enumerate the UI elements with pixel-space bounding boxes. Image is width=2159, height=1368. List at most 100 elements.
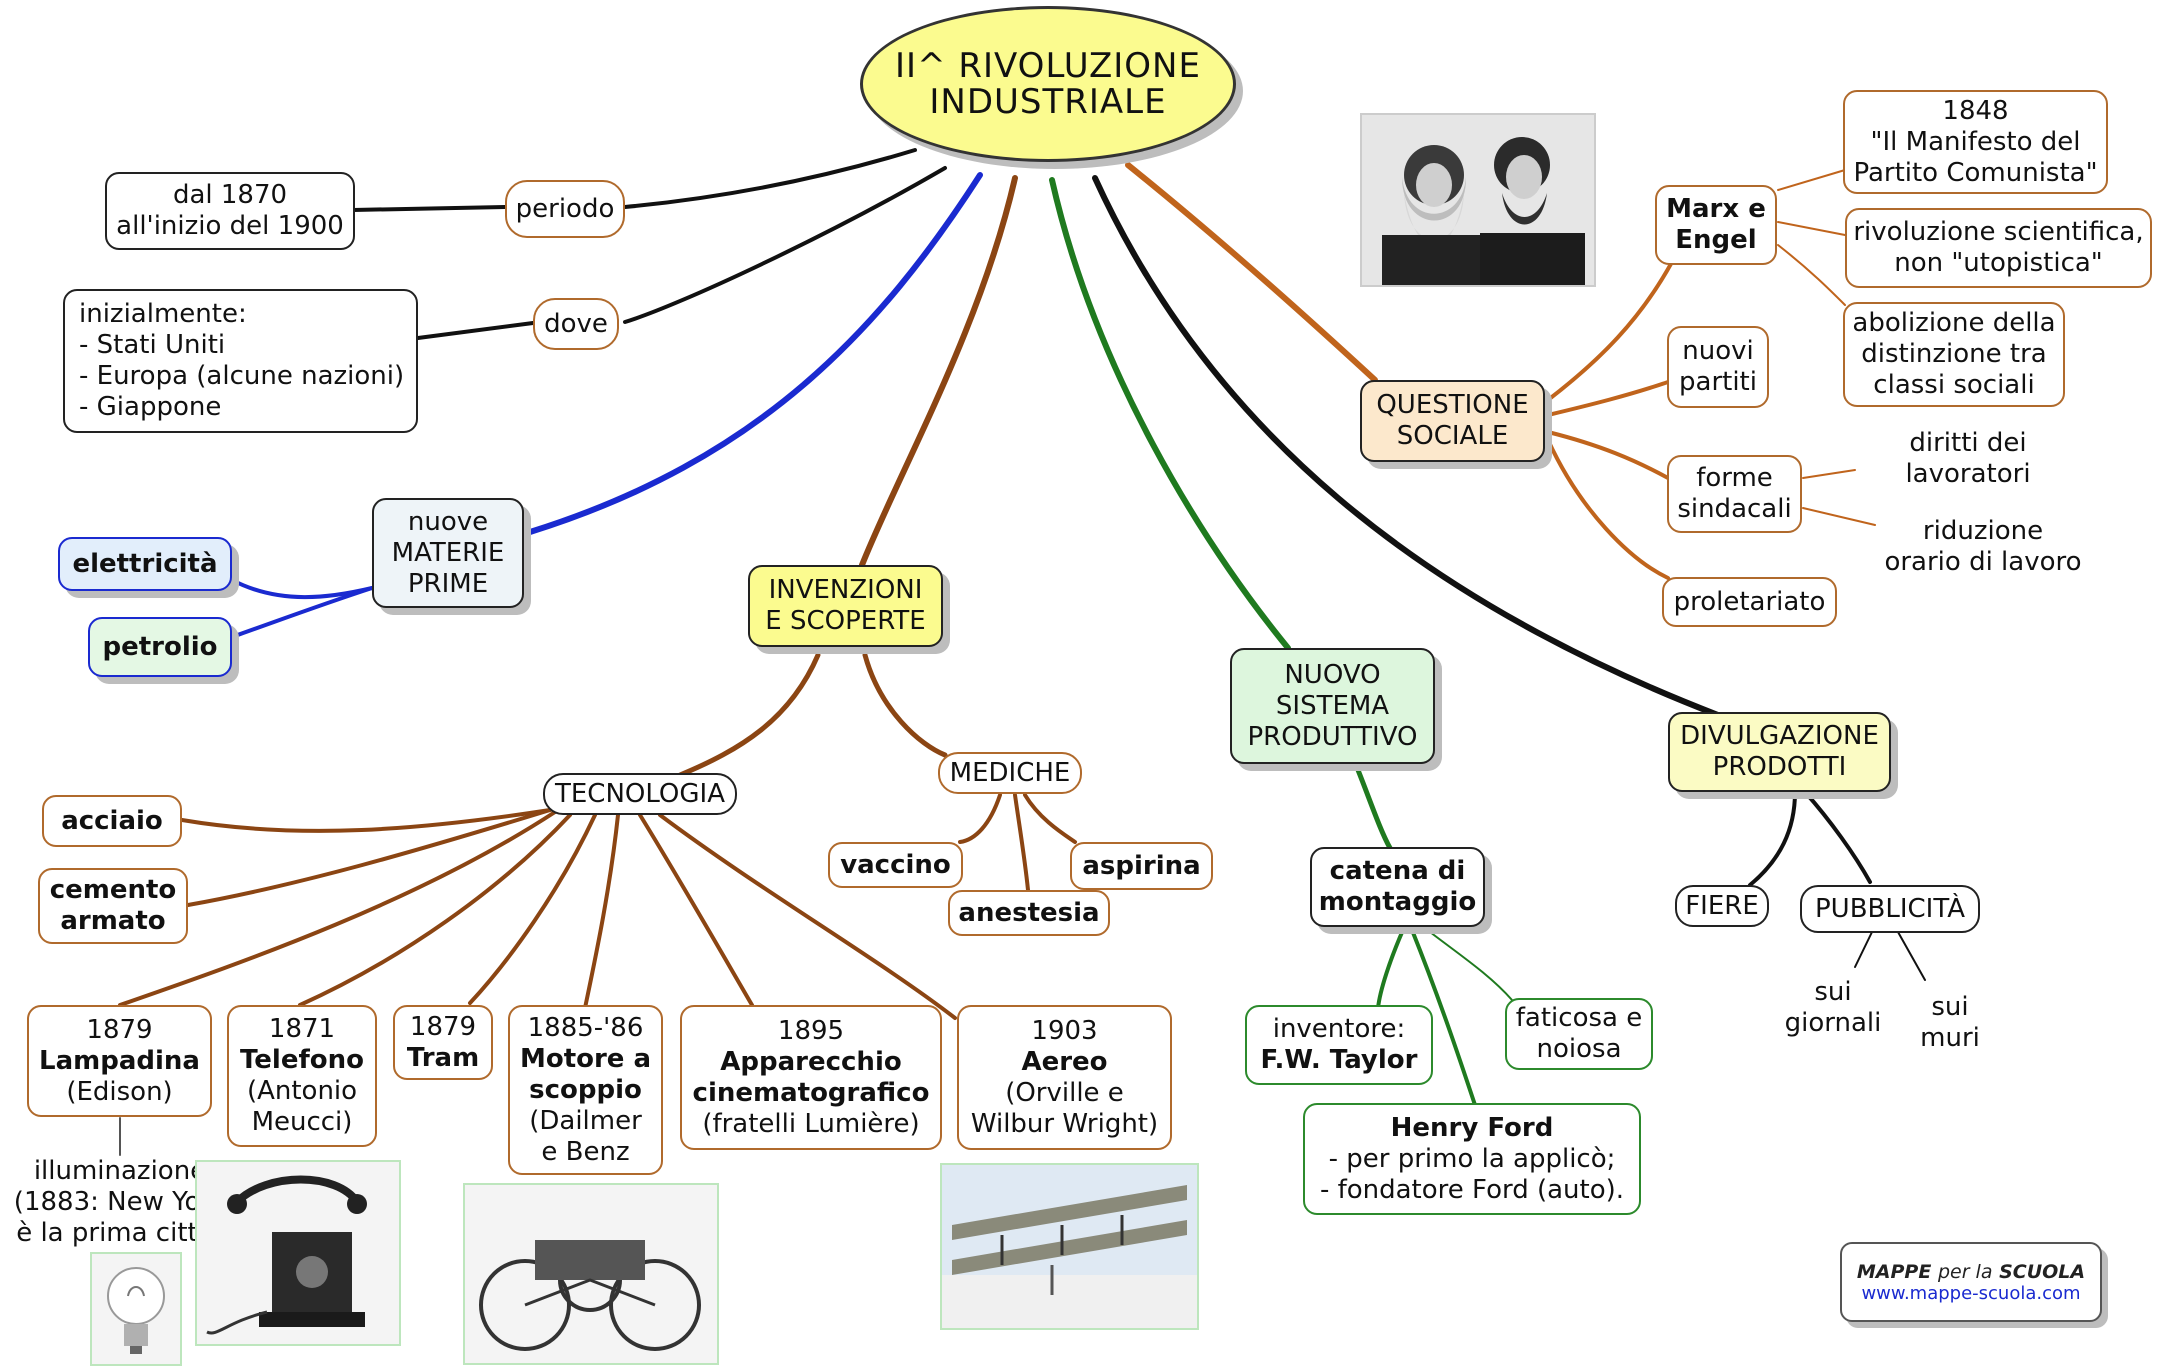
credit-box[interactable]: MAPPE per la SCUOLA www.mappe-scuola.com (1840, 1242, 2102, 1322)
link-title-invenzioni (859, 175, 1018, 568)
pubblicita-node[interactable]: PUBBLICITÀ (1800, 885, 1980, 933)
marx-node[interactable]: Marx e Engel (1655, 185, 1777, 265)
sistema-line: NUOVO (1284, 659, 1381, 690)
periodo-label[interactable]: periodo (505, 180, 625, 238)
periodo-value[interactable]: dal 1870 all'inizio del 1900 (105, 172, 355, 250)
link-title-periodo (623, 148, 917, 209)
link-catena-faticosa (1429, 931, 1513, 1001)
sistema-node[interactable]: NUOVO SISTEMA PRODUTTIVO (1230, 648, 1435, 764)
dove-line: - Europa (alcune nazioni) (79, 361, 405, 391)
catena-line: catena di (1329, 856, 1466, 886)
muri-text: sui muri (1905, 990, 1995, 1056)
manifesto-line: "Il Manifesto del (1870, 126, 2081, 157)
faticosa-line: noiosa (1536, 1034, 1622, 1064)
tram-name: Tram (406, 1042, 480, 1073)
diritti-line: diritti dei (1909, 428, 2027, 458)
ford-line: - fondatore Ford (auto). (1319, 1174, 1625, 1205)
marx-engels-photo (1360, 113, 1596, 287)
periodo-line: all'inizio del 1900 (116, 211, 344, 241)
anestesia-node[interactable]: anestesia (948, 890, 1110, 936)
petrolio-node[interactable]: petrolio (88, 617, 232, 677)
cemento-line: armato (60, 906, 166, 936)
link-sistema-catena (1355, 767, 1393, 851)
acciaio-node[interactable]: acciaio (42, 795, 182, 847)
sindacali-node[interactable]: forme sindacali (1667, 455, 1802, 533)
title-node[interactable]: II^ RIVOLUZIONE INDUSTRIALE (860, 6, 1236, 162)
cinematografo-year: 1895 (777, 1015, 845, 1046)
abolizione-line: classi sociali (1873, 370, 2035, 400)
motore-detail: e Benz (541, 1136, 630, 1167)
aereo-name: Aereo (1021, 1046, 1108, 1077)
aereo-year: 1903 (1031, 1015, 1098, 1046)
vaccino-node[interactable]: vaccino (828, 842, 963, 888)
link-divulgazione-pubblicita (1803, 790, 1872, 884)
faticosa-node[interactable]: faticosa e noiosa (1505, 998, 1653, 1070)
cinematografo-name: Apparecchio (720, 1046, 902, 1077)
credit-brand: MAPPE per la SCUOLA (1857, 1261, 2085, 1283)
inventore-node[interactable]: inventore: F.W. Taylor (1245, 1005, 1433, 1085)
credit-scuola: SCUOLA (1999, 1260, 2086, 1283)
tram-node[interactable]: 1879 Tram (393, 1005, 493, 1080)
note-line: è la prima città) (16, 1217, 224, 1248)
manifesto-node[interactable]: 1848 "Il Manifesto del Partito Comunista… (1843, 90, 2108, 194)
rivoluzione-node[interactable]: rivoluzione scientifica, non "utopistica… (1845, 208, 2152, 288)
invenzioni-line: INVENZIONI (768, 575, 923, 605)
proletariato-node[interactable]: proletariato (1662, 577, 1837, 627)
marx-line: Engel (1675, 225, 1757, 255)
credit-mappe: MAPPE (1856, 1260, 1932, 1283)
telefono-node[interactable]: 1871 Telefono (Antonio Meucci) (227, 1005, 377, 1147)
fiere-node[interactable]: FIERE (1675, 885, 1769, 927)
manifesto-line: 1848 (1942, 95, 2009, 126)
lampadina-name: Lampadina (39, 1045, 200, 1076)
periodo-line: dal 1870 (172, 180, 288, 210)
title-line: II^ RIVOLUZIONE (895, 46, 1201, 86)
diritti-line: lavoratori (1905, 459, 2031, 489)
riduzione-line: riduzione (1922, 516, 2044, 546)
tecnologia-node[interactable]: TECNOLOGIA (543, 773, 737, 815)
dove-value[interactable]: inizialmente: - Stati Uniti - Europa (al… (63, 289, 418, 433)
lampadina-detail: (Edison) (66, 1076, 173, 1107)
lampadina-picture (90, 1252, 182, 1366)
catena-node[interactable]: catena di montaggio (1310, 847, 1485, 927)
abolizione-node[interactable]: abolizione della distinzione tra classi … (1843, 302, 2065, 407)
rivoluzione-line: rivoluzione scientifica, (1853, 217, 2144, 247)
link-divulgazione-fiere (1748, 790, 1797, 887)
motore-name: Motore a (519, 1043, 652, 1074)
questione-node[interactable]: QUESTIONE SOCIALE (1360, 380, 1545, 462)
riduzione-line: orario di lavoro (1884, 547, 2082, 577)
dove-label[interactable]: dove (533, 298, 619, 350)
link-pubblicita-giornali (1854, 931, 1873, 968)
link-title-sistema (1049, 177, 1291, 651)
partiti-node[interactable]: nuovi partiti (1667, 326, 1769, 408)
telefono-name: Telefono (239, 1045, 364, 1075)
abolizione-line: abolizione della (1852, 308, 2056, 338)
sistema-line: SISTEMA (1275, 690, 1390, 721)
invenzioni-node[interactable]: INVENZIONI E SCOPERTE (748, 565, 943, 647)
note-line: (1883: New York (13, 1186, 227, 1217)
partiti-line: partiti (1679, 367, 1757, 397)
motore-node[interactable]: 1885-'86 Motore a scoppio (Dailmer e Ben… (508, 1005, 663, 1175)
sindacali-line: forme (1696, 463, 1773, 493)
ford-node[interactable]: Henry Ford - per primo la applicò; - fon… (1303, 1103, 1641, 1215)
elettricita-node[interactable]: elettricità (58, 537, 232, 591)
divulgazione-node[interactable]: DIVULGAZIONE PRODOTTI (1668, 712, 1891, 792)
materie-line: PRIME (407, 568, 489, 599)
dove-line: - Giappone (79, 392, 222, 422)
link-pubblicita-muri (1897, 931, 1926, 981)
materie-node[interactable]: nuove MATERIE PRIME (372, 498, 524, 608)
link-title-questione (1125, 162, 1378, 383)
lampadina-node[interactable]: 1879 Lampadina (Edison) (27, 1005, 212, 1117)
tram-year: 1879 (409, 1011, 477, 1042)
cemento-node[interactable]: cemento armato (38, 868, 188, 944)
ford-line: - per primo la applicò; (1328, 1143, 1616, 1174)
aereo-picture (940, 1163, 1199, 1330)
mediche-node[interactable]: MEDICHE (938, 752, 1082, 794)
credit-url[interactable]: www.mappe-scuola.com (1861, 1282, 2081, 1304)
aereo-node[interactable]: 1903 Aereo (Orville e Wilbur Wright) (957, 1005, 1172, 1150)
divulgazione-line: PRODOTTI (1712, 752, 1847, 782)
sistema-line: PRODUTTIVO (1247, 721, 1418, 752)
aereo-detail: (Orville e (1005, 1077, 1124, 1108)
aspirina-node[interactable]: aspirina (1070, 842, 1213, 890)
cinematografo-node[interactable]: 1895 Apparecchio cinematografico (fratel… (680, 1005, 942, 1150)
sindacali-line: sindacali (1677, 494, 1792, 524)
